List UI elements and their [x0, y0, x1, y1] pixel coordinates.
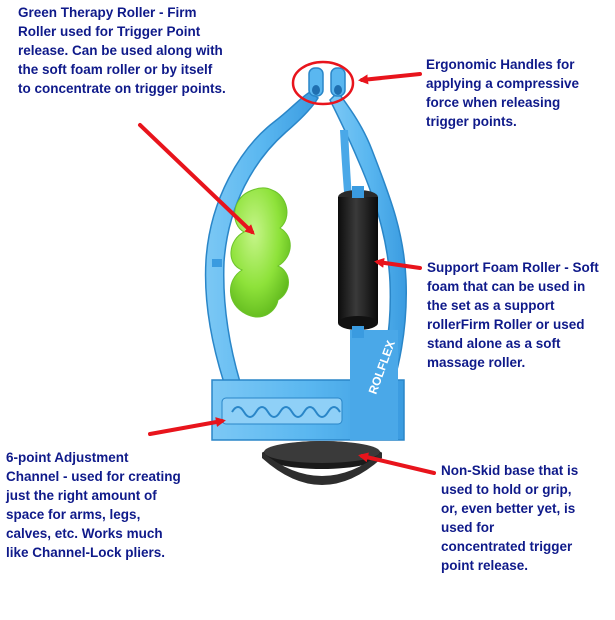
arrow-green-therapy-roller	[138, 123, 255, 235]
callout-arrows	[138, 72, 436, 475]
callout-ergonomic-handles: Ergonomic Handles for applying a compres…	[426, 57, 580, 129]
callout-green-therapy-roller: Green Therapy Roller - Firm Roller used …	[18, 5, 226, 96]
callout-support-foam-roller: Support Foam Roller - Soft foam that can…	[427, 260, 599, 370]
arrow-non-skid-base	[358, 452, 436, 475]
non-skid-base	[262, 441, 382, 485]
green-therapy-roller	[230, 187, 291, 318]
callout-adjustment-channel: 6-point Adjustment Channel - used for cr…	[6, 450, 181, 560]
support-foam-roller	[338, 186, 378, 338]
arrow-support-foam-roller	[374, 257, 422, 270]
callout-non-skid-base: Non-Skid base that is used to hold or gr…	[441, 463, 579, 573]
arrow-ergonomic-handles	[358, 72, 422, 85]
roller-frame	[204, 90, 408, 441]
ergonomic-handles	[291, 60, 355, 106]
arrow-adjustment-channel	[148, 417, 226, 436]
